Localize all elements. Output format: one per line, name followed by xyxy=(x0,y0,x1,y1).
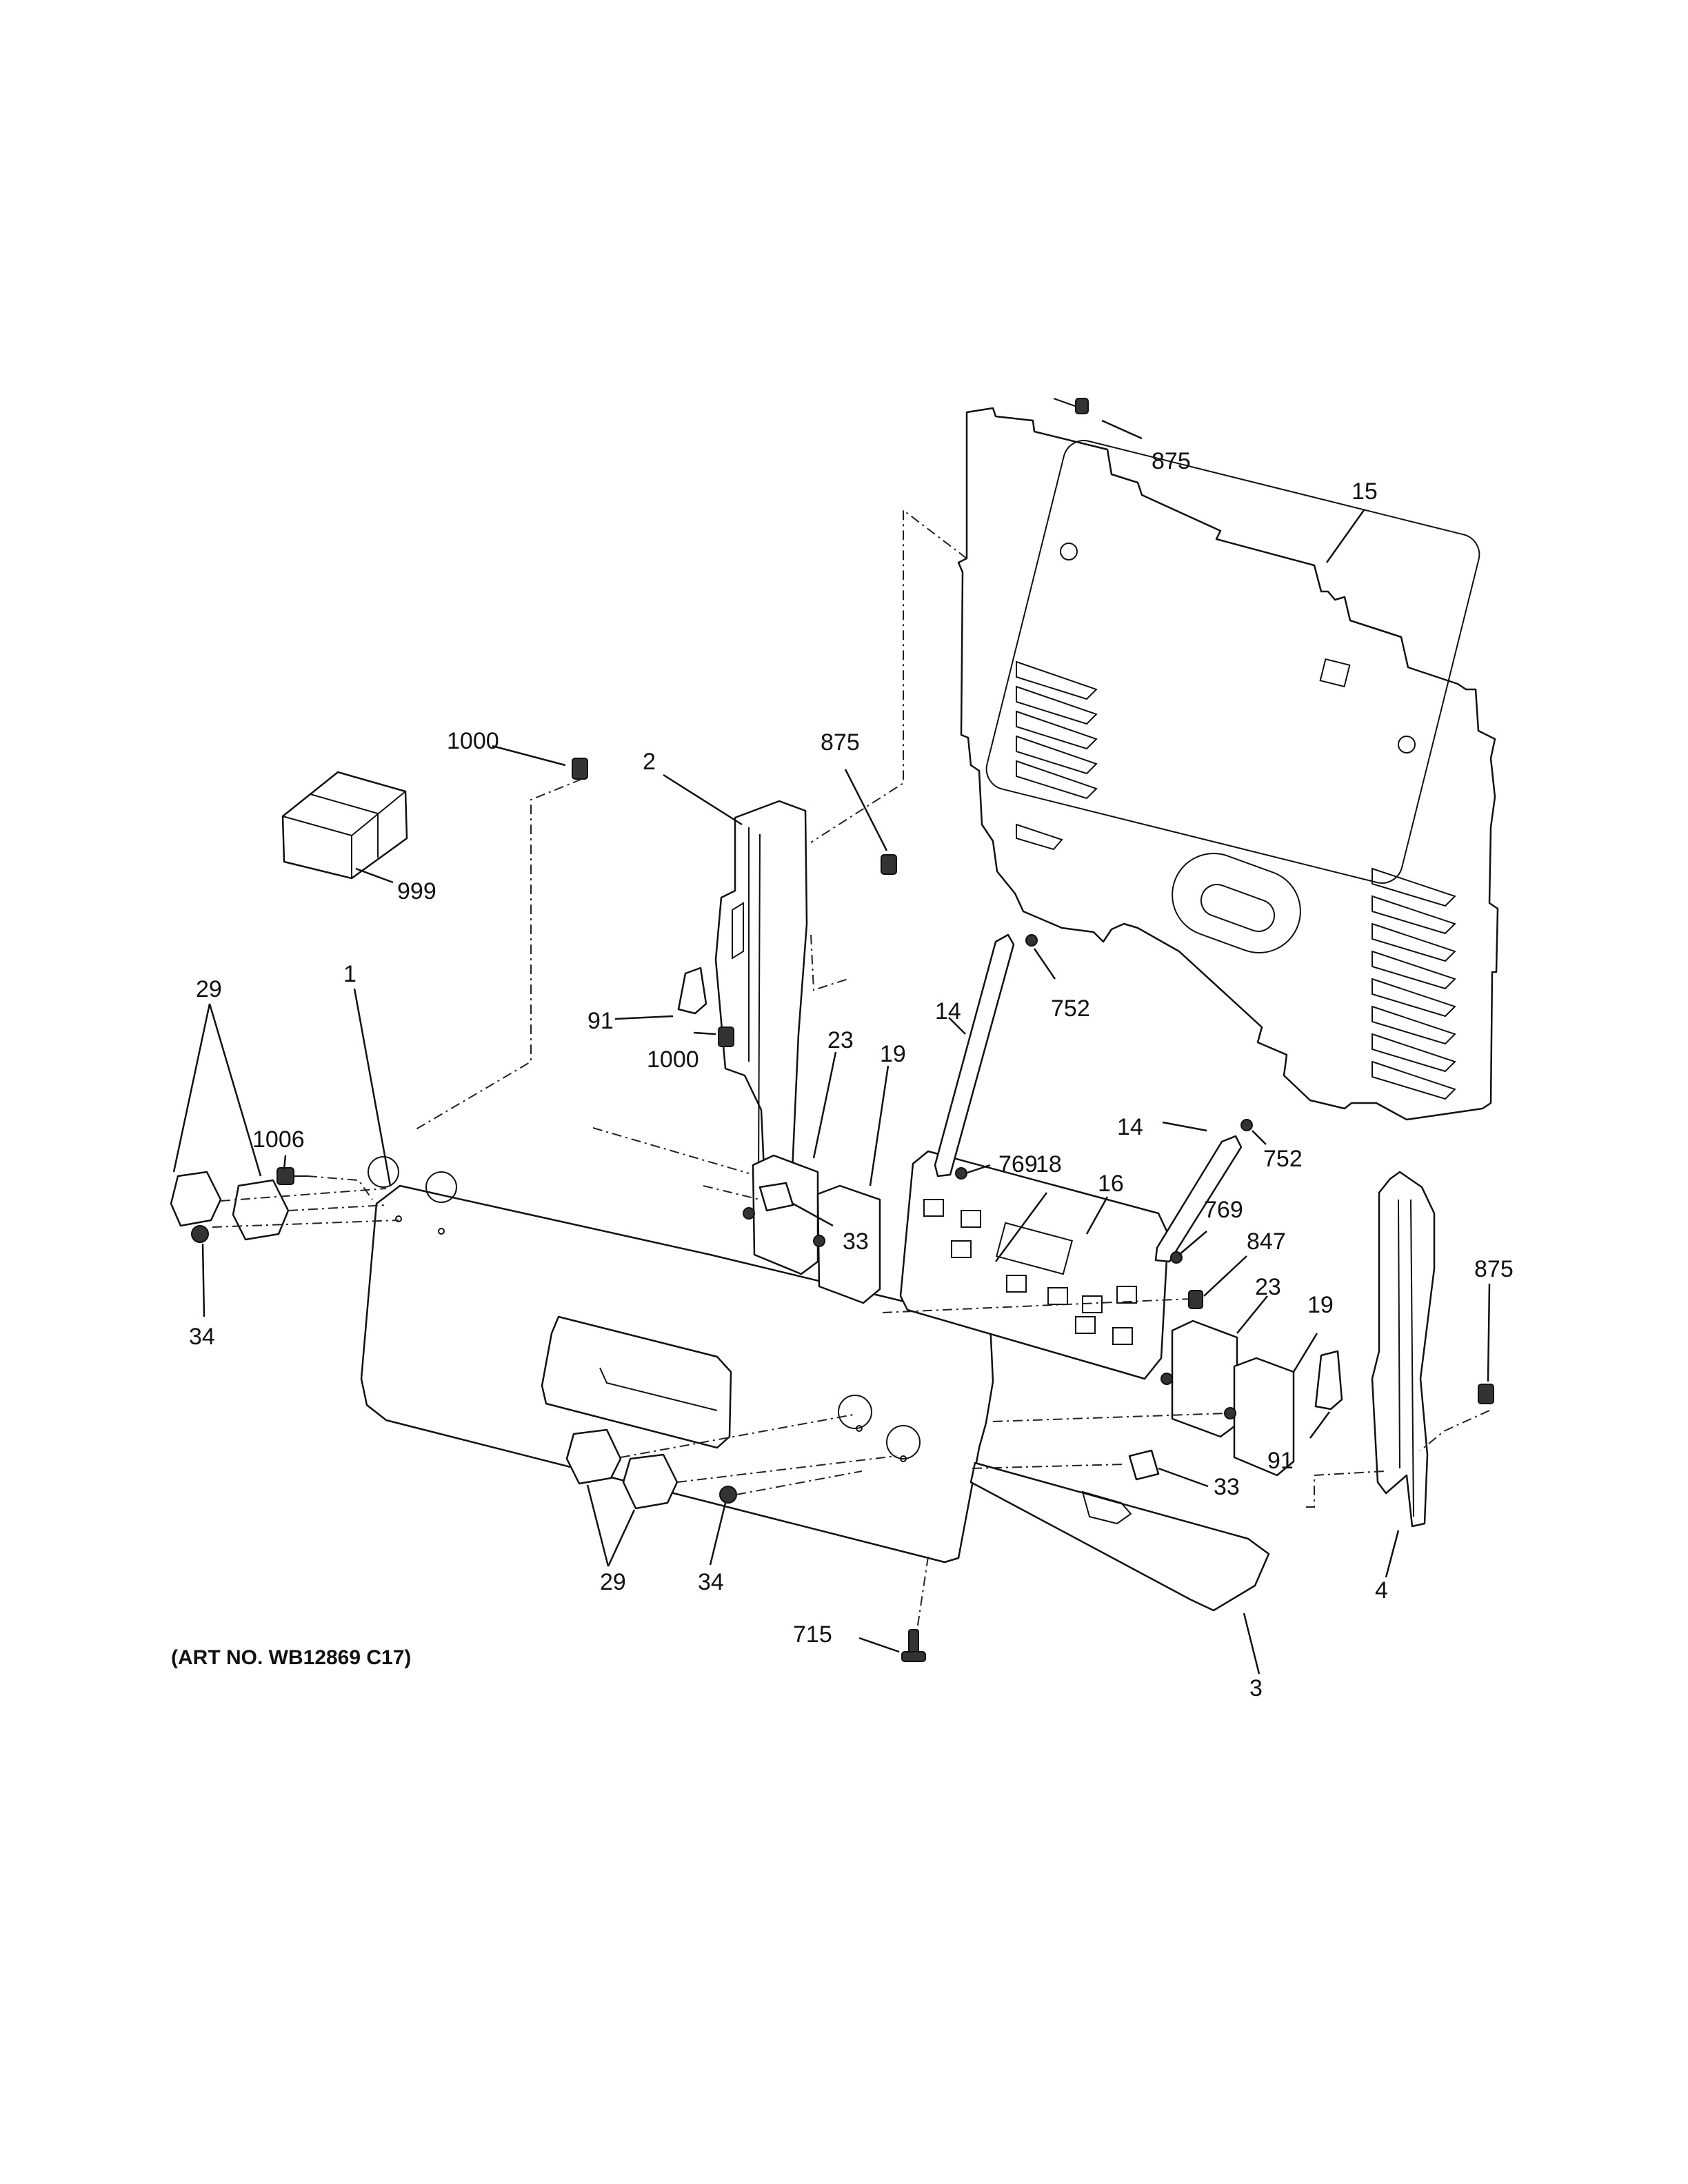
callout-29-left: 29 xyxy=(196,976,222,1002)
part-2-left-endcap xyxy=(714,800,808,1201)
callout-29-right: 29 xyxy=(600,1569,626,1595)
part-33-left-clip xyxy=(758,1182,794,1212)
knob-29-right-b xyxy=(622,1453,679,1510)
alignment-lines xyxy=(212,508,1490,1630)
callout-999: 999 xyxy=(397,878,436,904)
callout-33-left: 33 xyxy=(843,1228,869,1255)
nut-34-right xyxy=(719,1486,737,1504)
callout-19-right: 19 xyxy=(1307,1292,1334,1318)
part-91-right-clip xyxy=(1314,1350,1343,1410)
screw-1000-top xyxy=(572,758,588,780)
control-board-buttons xyxy=(923,1199,1137,1345)
part-14-left-strap xyxy=(934,933,1015,1177)
vent-slots-upper xyxy=(1016,660,1098,851)
screw-875-right xyxy=(1478,1384,1494,1404)
callout-14-right: 14 xyxy=(1117,1114,1143,1140)
part-91-left-clip xyxy=(677,967,707,1015)
callout-14-left: 14 xyxy=(935,998,961,1024)
part-3-lower-trim xyxy=(969,1462,1270,1612)
knob-dials-right xyxy=(838,1395,921,1462)
knob-29-left-a xyxy=(170,1171,222,1227)
leader-lines xyxy=(172,419,1491,1675)
callout-769-left: 769 xyxy=(998,1151,1038,1177)
part-4-right-endcap xyxy=(1371,1171,1436,1528)
callout-18: 18 xyxy=(1036,1151,1062,1177)
callout-33-right: 33 xyxy=(1214,1474,1240,1500)
callout-2: 2 xyxy=(643,749,656,775)
callout-769-right: 769 xyxy=(1204,1197,1243,1223)
screw-715 xyxy=(901,1629,926,1662)
callout-875-top: 875 xyxy=(1152,448,1191,474)
callout-15: 15 xyxy=(1352,478,1378,505)
part-1-control-panel xyxy=(360,1156,994,1564)
callout-91-left: 91 xyxy=(587,1008,614,1034)
callout-16: 16 xyxy=(1098,1171,1124,1197)
screw-875-mid xyxy=(881,854,897,875)
nut-34-left xyxy=(191,1225,209,1243)
part-999-box xyxy=(281,771,408,880)
part-14-right-strap xyxy=(1154,1135,1243,1263)
callout-875-mid: 875 xyxy=(821,729,860,756)
vent-slots-lower xyxy=(1372,867,1456,1100)
knob-29-left-b xyxy=(232,1179,290,1241)
callout-91-right: 91 xyxy=(1267,1448,1294,1474)
callout-752-left: 752 xyxy=(1051,995,1090,1022)
callout-752-right: 752 xyxy=(1263,1146,1303,1172)
callout-34-left: 34 xyxy=(189,1324,215,1350)
callouts: 875 15 1000 2 875 999 1 91 1000 23 19 14… xyxy=(189,448,1514,1701)
screw-1000-mid xyxy=(718,1027,734,1047)
callout-1000-top: 1000 xyxy=(447,728,499,754)
screw-1006 xyxy=(277,1167,308,1185)
callout-23-right: 23 xyxy=(1255,1274,1281,1300)
part-23-right-switch xyxy=(1160,1320,1238,1438)
callout-1006: 1006 xyxy=(252,1126,305,1153)
nut-752-left xyxy=(1025,934,1038,947)
art-number: (ART NO. WB12869 C17) xyxy=(171,1646,411,1669)
callout-1000-mid: 1000 xyxy=(647,1046,699,1073)
callout-3: 3 xyxy=(1249,1675,1263,1701)
callout-34-right: 34 xyxy=(698,1569,724,1595)
screw-875-top xyxy=(1053,398,1089,414)
callout-1: 1 xyxy=(343,961,356,987)
callout-23-left: 23 xyxy=(827,1027,854,1053)
callout-4: 4 xyxy=(1375,1577,1388,1604)
part-19-right-switch xyxy=(1224,1357,1295,1477)
callout-19-left: 19 xyxy=(880,1041,906,1067)
nut-752-right xyxy=(1240,1119,1253,1131)
callout-847: 847 xyxy=(1247,1228,1286,1255)
part-33-right-clip xyxy=(1128,1449,1160,1481)
knob-29-right-a xyxy=(565,1428,622,1485)
part-23-left-switch xyxy=(743,1154,819,1275)
knob-dials-left xyxy=(368,1156,457,1235)
part-19-left-switch xyxy=(813,1184,881,1304)
part-15-back-panel xyxy=(957,407,1499,1121)
callout-715: 715 xyxy=(793,1621,832,1648)
nut-769-left xyxy=(955,1167,967,1180)
callout-875-right: 875 xyxy=(1474,1256,1514,1282)
